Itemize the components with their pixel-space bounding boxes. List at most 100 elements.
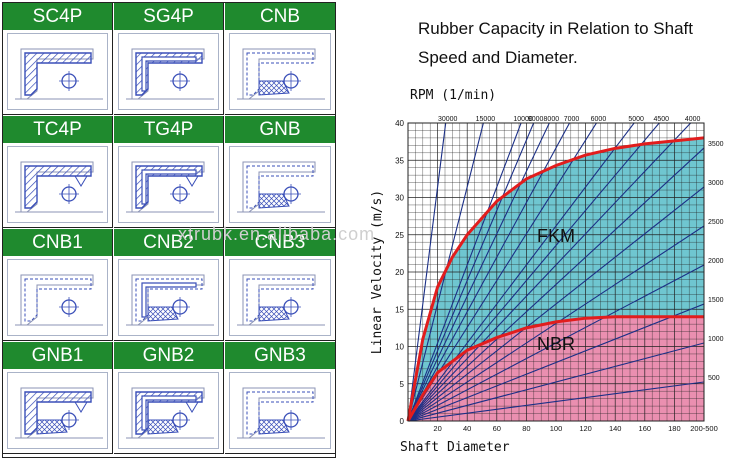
x-axis-title: Shaft Diameter [400, 440, 510, 455]
watermark-text: xtrubk.en.alibaba.com [178, 224, 376, 244]
seal-drawing [15, 48, 103, 100]
rpm-right-label: 1000 [708, 336, 724, 343]
x-tick-label: 60 [493, 424, 501, 433]
seal-cross-section [237, 274, 325, 326]
rpm-line-2000 [408, 264, 704, 421]
seal-cell-sg4p: SG4P [114, 3, 224, 115]
seal-cross-section [126, 161, 214, 213]
rpm-line-3000 [408, 186, 704, 421]
rpm-top-label: 6000 [591, 116, 607, 123]
seal-cell-cnb: CNB [225, 3, 335, 115]
seal-drawing [237, 48, 325, 100]
seal-cell-tg4p: TG4P [114, 116, 224, 228]
seal-drawing-frame [229, 33, 331, 110]
y-tick-label: 35 [395, 156, 404, 165]
seal-cell-sc4p: SC4P [3, 3, 113, 115]
rpm-axis-title: RPM (1/min) [410, 88, 496, 103]
grid-lines [407, 122, 705, 422]
seal-cross-section [126, 48, 214, 100]
seal-drawing [126, 387, 214, 439]
x-tick-label: 80 [522, 424, 530, 433]
seal-drawing-frame [229, 146, 331, 223]
seal-cross-section [15, 387, 103, 439]
rpm-top-label: 4500 [653, 116, 669, 123]
seal-drawing-frame [229, 259, 331, 336]
seal-code-label: CNB [225, 3, 335, 30]
seal-cross-section [126, 274, 214, 326]
seal-drawing-frame [118, 33, 219, 110]
seal-drawing [237, 387, 325, 439]
rpm-top-label: 7000 [564, 116, 580, 123]
rpm-line-10000 [408, 123, 522, 421]
rpm-line-4000 [408, 123, 692, 421]
seal-drawing-frame [118, 259, 219, 336]
seal-code-label: TC4P [3, 116, 112, 143]
rpm-line-15000 [408, 123, 484, 421]
y-tick-label: 15 [395, 305, 404, 314]
seal-code-label: CNB2 [114, 229, 223, 256]
seal-code-label: GNB3 [225, 342, 335, 369]
rpm-top-label: 4000 [685, 116, 701, 123]
fkm-limit-curve [406, 136, 705, 422]
rpm-right-label: 2500 [708, 219, 724, 226]
rpm-line-6000 [408, 123, 598, 421]
rpm-right-label: 3000 [708, 180, 724, 187]
seal-drawing-frame [229, 372, 331, 449]
seal-cross-section [237, 48, 325, 100]
y-axis-title: Linear Velocity (m/s) [370, 190, 385, 354]
rpm-right-label: 500 [708, 375, 720, 382]
chart-title-line-1: Rubber Capacity in Relation to Shaft [418, 19, 693, 38]
rpm-line-1500 [408, 303, 704, 421]
seal-cell-gnb1: GNB1 [3, 342, 113, 454]
y-tick-label: 10 [395, 343, 404, 352]
rpm-line-1000 [408, 342, 704, 421]
seal-cell-gnb: GNB [225, 116, 335, 228]
rpm-top-label: 8000 [544, 116, 560, 123]
seal-drawing [15, 387, 103, 439]
seal-drawing [237, 161, 325, 213]
seal-drawing [15, 274, 103, 326]
seal-cross-section [126, 387, 214, 439]
x-tick-label: 140 [609, 424, 622, 433]
rpm-line-7000 [408, 123, 571, 421]
rpm-line-4500 [408, 123, 660, 421]
seal-cell-cnb3: CNB3 [225, 229, 335, 341]
seal-code-label: GNB [225, 116, 335, 143]
chart-title-line-2: Speed and Diameter. [418, 48, 578, 67]
rpm-top-label: 9000 [528, 116, 544, 123]
rpm-line-8000 [408, 123, 550, 421]
x-tick-label: 120 [579, 424, 592, 433]
rpm-line-9000 [408, 123, 535, 421]
seal-cell-cnb1: CNB1 [3, 229, 113, 341]
seal-drawing-frame [7, 259, 108, 336]
fkm-label: FKM [537, 226, 575, 246]
chart-title: Rubber Capacity in Relation to Shaft Spe… [418, 14, 693, 72]
nbr-limit-curve [406, 315, 704, 422]
seal-drawing [237, 274, 325, 326]
seal-cell-gnb3: GNB3 [225, 342, 335, 454]
seal-drawing [126, 161, 214, 213]
rpm-top-label: 5000 [628, 116, 644, 123]
rpm-right-label: 1500 [708, 297, 724, 304]
x-tick-label: 180 [668, 424, 681, 433]
seal-code-label: CNB1 [3, 229, 112, 256]
rpm-top-label: 10000 [513, 116, 533, 123]
seal-code-label: CNB3 [225, 229, 335, 256]
seal-drawing-frame [7, 372, 108, 449]
seal-drawing-frame [7, 33, 108, 110]
seal-drawing-frame [118, 372, 219, 449]
seal-cross-section [15, 161, 103, 213]
y-tick-label: 5 [400, 380, 405, 389]
seal-drawing [15, 161, 103, 213]
seal-cross-section [237, 161, 325, 213]
x-tick-label: 100 [550, 424, 563, 433]
seal-cross-section [15, 274, 103, 326]
x-tick-label: 20 [433, 424, 441, 433]
y-tick-label: 40 [395, 119, 404, 128]
seal-cell-gnb2: GNB2 [114, 342, 224, 454]
rpm-line-3500 [408, 147, 704, 421]
seal-cross-section [237, 387, 325, 439]
rpm-right-label: 2000 [708, 258, 724, 265]
